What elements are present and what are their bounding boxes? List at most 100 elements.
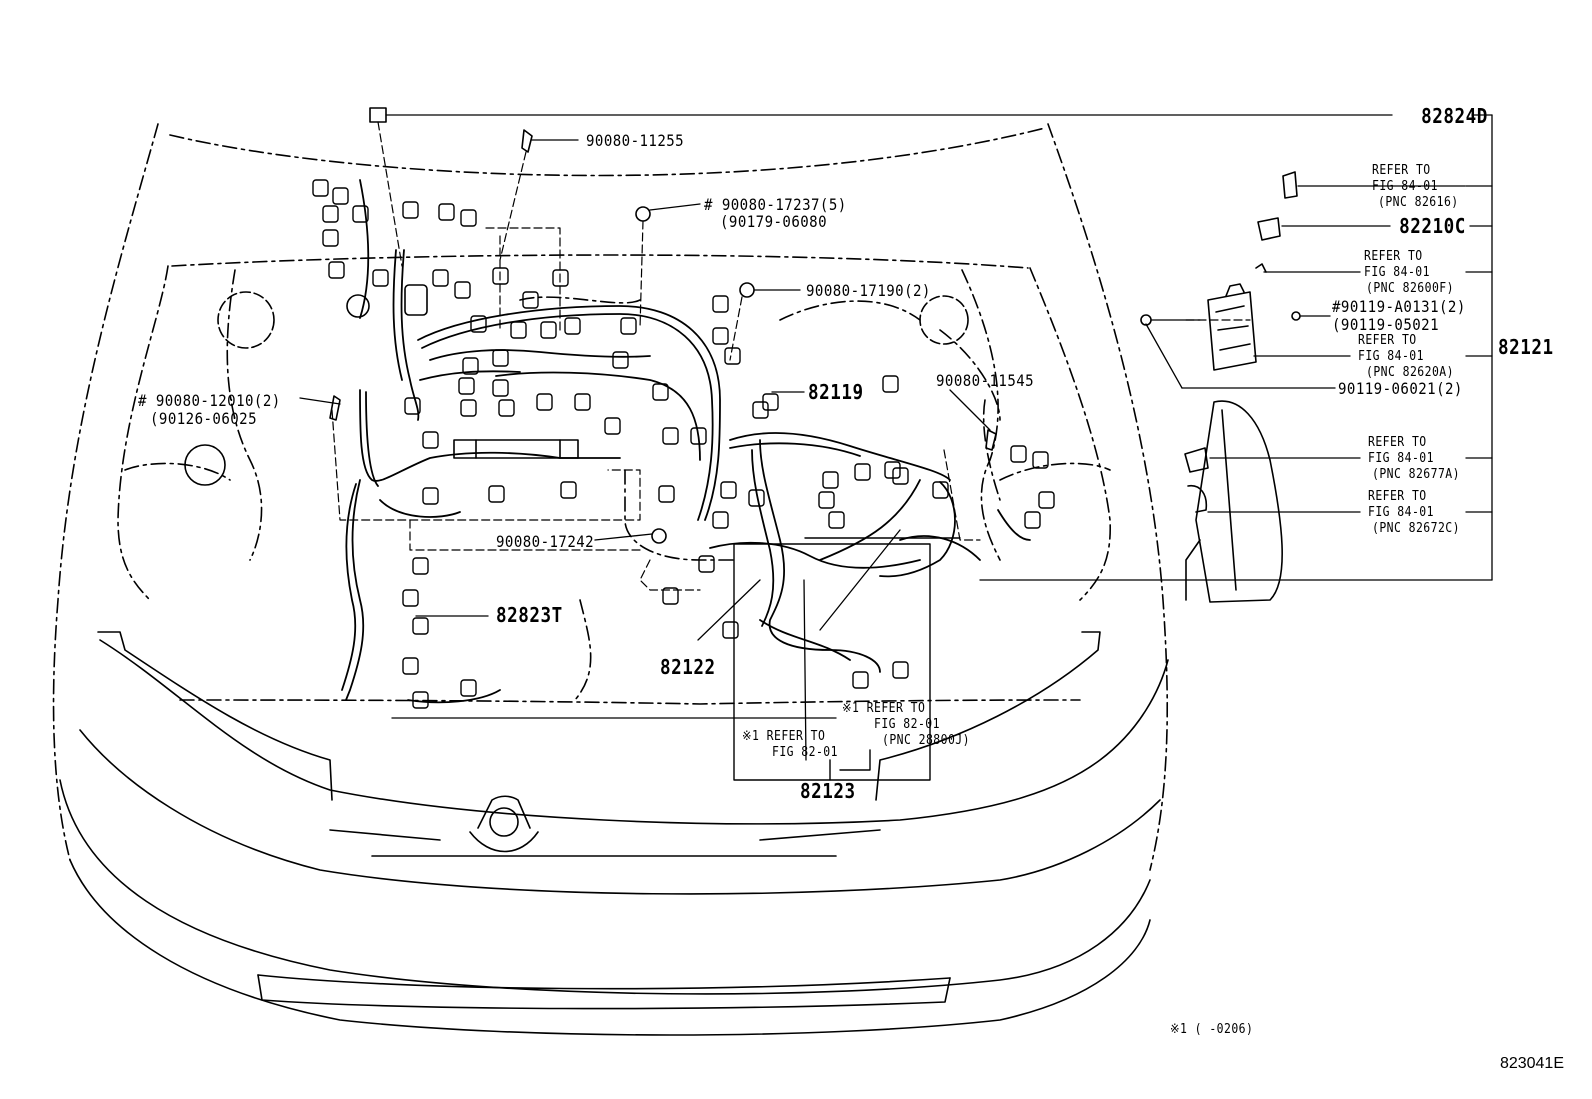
connector bbox=[460, 679, 477, 697]
connector bbox=[658, 485, 675, 503]
junction-bracket bbox=[453, 439, 579, 459]
refer-fig-84-01-d-line1: REFER TO bbox=[1368, 435, 1427, 450]
vehicle-body-outline bbox=[52, 123, 1169, 871]
connector bbox=[536, 393, 553, 411]
connector bbox=[724, 347, 741, 365]
connector bbox=[852, 671, 869, 689]
connector bbox=[1010, 445, 1027, 463]
connector bbox=[712, 511, 729, 529]
refer-fig-84-01-e-line2: FIG 84-01 bbox=[1368, 505, 1434, 520]
connector bbox=[540, 321, 557, 339]
connector bbox=[438, 203, 455, 221]
clip-bracket bbox=[404, 284, 428, 316]
connector bbox=[492, 379, 509, 397]
callout-boxes bbox=[733, 537, 961, 781]
connector bbox=[854, 463, 871, 481]
connector bbox=[322, 229, 339, 247]
connector bbox=[422, 431, 439, 449]
connector bbox=[322, 205, 339, 223]
refer-fig-84-01-a-line1: REFER TO bbox=[1372, 163, 1431, 178]
refer-fig-84-01-a-line2: FIG 84-01 bbox=[1372, 179, 1438, 194]
connector bbox=[882, 375, 899, 393]
part-82210C-label: 82210C bbox=[1399, 214, 1466, 238]
connector bbox=[460, 399, 477, 417]
part-90119-A0131-label: #90119-A0131(2) bbox=[1332, 297, 1466, 316]
refer-fig-84-01-c-pnc: (PNC 82620A) bbox=[1366, 365, 1454, 380]
refer-fig-82-01-outer-line1: ※1 REFER TO bbox=[742, 729, 826, 744]
connector bbox=[402, 589, 419, 607]
connector bbox=[712, 327, 729, 345]
connector bbox=[564, 317, 581, 335]
connector bbox=[818, 491, 835, 509]
refer-fig-84-01-d-pnc: (PNC 82677A) bbox=[1372, 467, 1460, 482]
connector bbox=[652, 383, 669, 401]
part-90080-11255-label: 90080-11255 bbox=[586, 131, 685, 150]
fuse-box-bracket bbox=[1185, 400, 1283, 603]
grommet bbox=[346, 294, 370, 318]
part-82123-label: 82123 bbox=[800, 779, 856, 803]
refer-fig-84-01-c-line1: REFER TO bbox=[1358, 333, 1417, 348]
part-90080-17242-label: 90080-17242 bbox=[496, 532, 595, 551]
refer-fig-84-01-b-line1: REFER TO bbox=[1364, 249, 1423, 264]
connector bbox=[328, 261, 345, 279]
connector bbox=[372, 269, 389, 287]
connector bbox=[422, 487, 439, 505]
connector bbox=[662, 587, 679, 605]
connector bbox=[412, 617, 429, 635]
connector bbox=[498, 399, 515, 417]
connector bbox=[1024, 511, 1041, 529]
connector bbox=[522, 291, 539, 309]
connector bbox=[332, 187, 349, 205]
connector bbox=[1032, 451, 1049, 469]
connector bbox=[492, 349, 509, 367]
part-82119-label: 82119 bbox=[808, 380, 864, 404]
part-90080-12010-label: # 90080-12010(2) bbox=[138, 391, 281, 410]
connector bbox=[352, 205, 369, 223]
connector bbox=[412, 691, 429, 709]
connector bbox=[460, 209, 477, 227]
connector bbox=[698, 555, 715, 573]
connector bbox=[762, 393, 779, 411]
connector bbox=[462, 357, 479, 375]
connector bbox=[712, 295, 729, 313]
connector bbox=[574, 393, 591, 411]
connector bbox=[560, 481, 577, 499]
connector bbox=[748, 489, 765, 507]
connector bbox=[722, 621, 739, 639]
small-parts bbox=[329, 107, 1301, 544]
relay-block-assembly bbox=[1207, 283, 1257, 371]
connector bbox=[1038, 491, 1055, 509]
refer-fig-82-01-inner-pnc: (PNC 28800J) bbox=[882, 733, 970, 748]
connector bbox=[892, 661, 909, 679]
refer-fig-82-01-inner-line2: FIG 82-01 bbox=[874, 717, 940, 732]
connector bbox=[822, 471, 839, 489]
connector bbox=[454, 281, 471, 299]
front-bumper bbox=[59, 631, 1169, 1036]
part-90080-17237-label: # 90080-17237(5) bbox=[704, 195, 847, 214]
connector bbox=[470, 315, 487, 333]
connector bbox=[458, 377, 475, 395]
connector bbox=[892, 467, 909, 485]
refer-fig-82-01-inner-line1: ※1 REFER TO bbox=[842, 701, 926, 716]
part-90119-05021-label: (90119-05021 bbox=[1332, 315, 1440, 334]
part-90179-06080-label: (90179-06080 bbox=[720, 212, 828, 231]
connector bbox=[510, 321, 527, 339]
harness-connectors bbox=[312, 179, 1055, 709]
part-90126-06025-label: (90126-06025 bbox=[150, 409, 258, 428]
connector bbox=[932, 481, 949, 499]
connector bbox=[720, 481, 737, 499]
part-82824D-label: 82824D bbox=[1421, 104, 1488, 128]
part-82122-label: 82122 bbox=[660, 655, 716, 679]
connector bbox=[312, 179, 329, 197]
connector bbox=[620, 317, 637, 335]
wiring-harness-main bbox=[341, 179, 1031, 704]
connector bbox=[402, 657, 419, 675]
connector bbox=[488, 485, 505, 503]
refer-fig-84-01-d-line2: FIG 84-01 bbox=[1368, 451, 1434, 466]
connector bbox=[404, 397, 421, 415]
part-90080-17190-label: 90080-17190(2) bbox=[806, 281, 931, 300]
refer-fig-84-01-b-pnc: (PNC 82600F) bbox=[1366, 281, 1454, 296]
refer-fig-84-01-e-pnc: (PNC 82672C) bbox=[1372, 521, 1460, 536]
